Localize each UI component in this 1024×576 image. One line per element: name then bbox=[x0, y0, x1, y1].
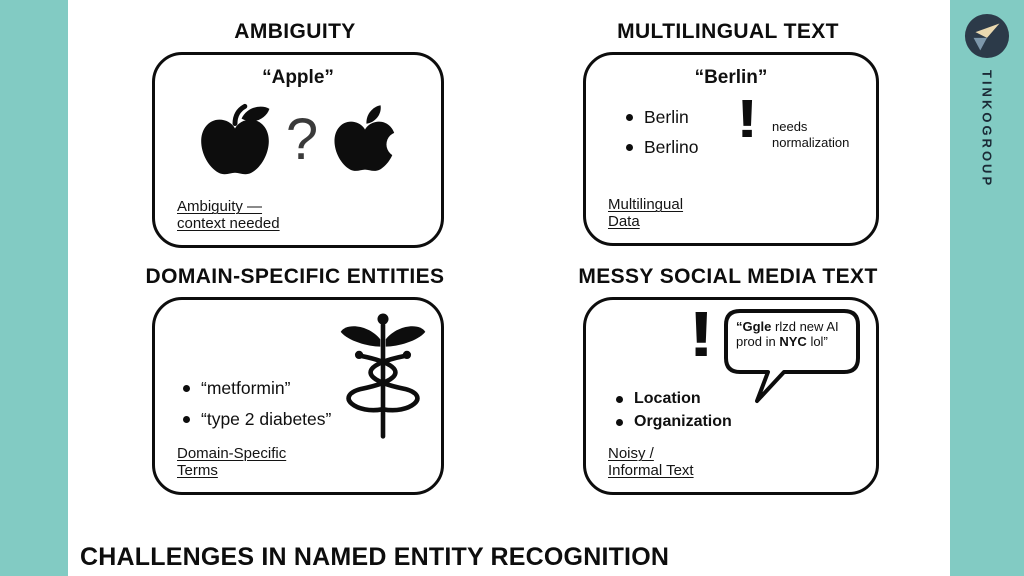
question-mark: ? bbox=[285, 106, 319, 172]
apple-logo-icon bbox=[328, 100, 412, 185]
normalization-note: needs normalization bbox=[772, 119, 849, 150]
caduceus-icon bbox=[337, 308, 429, 446]
caption-line: Terms bbox=[177, 462, 218, 480]
right-accent-bar: TINKOGROUP bbox=[950, 0, 1024, 576]
domain-section: DOMAIN-SPECIFIC ENTITIES “metformin” bbox=[146, 265, 444, 495]
bullet-label: Berlin bbox=[644, 107, 689, 127]
ambiguity-card: “Apple” ? bbox=[152, 52, 444, 248]
bullet-dot-icon bbox=[626, 144, 633, 151]
brand-name: TINKOGROUP bbox=[979, 70, 995, 189]
list-item: Berlin bbox=[626, 107, 698, 128]
caption-line: Noisy / bbox=[608, 445, 654, 463]
tweet-plain: lol” bbox=[806, 334, 828, 350]
multilingual-term: “Berlin” bbox=[694, 67, 768, 88]
social-caption: Noisy / Informal Text bbox=[608, 446, 694, 480]
ambiguity-term: “Apple” bbox=[262, 67, 334, 88]
social-section: MESSY SOCIAL MEDIA TEXT ! “Ggle rlzd new… bbox=[578, 265, 879, 495]
caption-line: Informal Text bbox=[608, 462, 694, 480]
bullet-label: “type 2 diabetes” bbox=[201, 409, 332, 429]
tweet-plain: rlzd new AI prod in bbox=[736, 319, 839, 350]
domain-title: DOMAIN-SPECIFIC ENTITIES bbox=[145, 265, 445, 288]
left-accent-bar bbox=[0, 0, 68, 576]
social-title: MESSY SOCIAL MEDIA TEXT bbox=[578, 265, 878, 288]
bullet-dot-icon bbox=[616, 395, 623, 403]
bullet-label: Location bbox=[634, 390, 701, 407]
caption-line: context needed bbox=[177, 215, 280, 233]
domain-caption: Domain-Specific Terms bbox=[177, 446, 286, 480]
bullet-dot-icon bbox=[183, 385, 190, 392]
list-item: “metformin” bbox=[183, 378, 331, 399]
note-line: normalization bbox=[772, 134, 850, 150]
multilingual-section: MULTILINGUAL TEXT “Berlin” Berlin Berlin… bbox=[583, 20, 879, 246]
tweet-text: “Ggle rlzd new AI prod in NYC lol” bbox=[736, 319, 850, 350]
apple-fruit-icon bbox=[194, 97, 276, 188]
ambiguity-title: AMBIGUITY bbox=[234, 20, 356, 43]
multilingual-card: “Berlin” Berlin Berlino ! needs normaliz… bbox=[583, 52, 879, 246]
caption-line: Multilingual bbox=[608, 196, 684, 214]
domain-card: “metformin” “type 2 diabetes” Domain-Spe… bbox=[152, 297, 444, 495]
bullet-dot-icon bbox=[626, 114, 633, 121]
multilingual-bullet-list: Berlin Berlino bbox=[626, 107, 698, 158]
social-card: ! “Ggle rlzd new AI prod in NYC lol” Loc… bbox=[583, 297, 879, 495]
multilingual-caption: Multilingual Data bbox=[608, 197, 683, 231]
domain-bullet-list: “metformin” “type 2 diabetes” bbox=[183, 378, 331, 430]
exclamation-icon: ! bbox=[688, 298, 715, 370]
tinkogroup-logo bbox=[964, 13, 1010, 59]
page-title: CHALLENGES IN NAMED ENTITY RECOGNITION bbox=[80, 542, 670, 571]
list-item: “type 2 diabetes” bbox=[183, 409, 331, 430]
speech-bubble-icon bbox=[722, 308, 862, 408]
bullet-label: Organization bbox=[634, 413, 732, 430]
ambiguity-icon-row: ? bbox=[155, 97, 441, 188]
bullet-dot-icon bbox=[183, 416, 190, 423]
note-line: needs bbox=[772, 119, 808, 134]
list-item: Organization bbox=[616, 413, 732, 431]
caption-line: Data bbox=[608, 213, 640, 231]
ambiguity-caption: Ambiguity — context needed bbox=[177, 199, 280, 233]
multilingual-title: MULTILINGUAL TEXT bbox=[617, 20, 839, 43]
bullet-label: “metformin” bbox=[201, 378, 291, 398]
bullet-dot-icon bbox=[616, 418, 623, 426]
ambiguity-section: AMBIGUITY “Apple” ? bbox=[152, 20, 444, 248]
list-item: Berlino bbox=[626, 137, 698, 158]
bullet-label: Berlino bbox=[644, 137, 699, 157]
tweet-bold: “Ggle bbox=[736, 319, 772, 334]
social-bullet-list: Location Organization bbox=[616, 390, 732, 431]
caption-line: Ambiguity — bbox=[177, 198, 263, 216]
exclamation-icon: ! bbox=[736, 89, 759, 149]
tweet-bold: NYC bbox=[779, 334, 807, 350]
list-item: Location bbox=[616, 390, 732, 408]
caption-line: Domain-Specific bbox=[177, 445, 287, 463]
